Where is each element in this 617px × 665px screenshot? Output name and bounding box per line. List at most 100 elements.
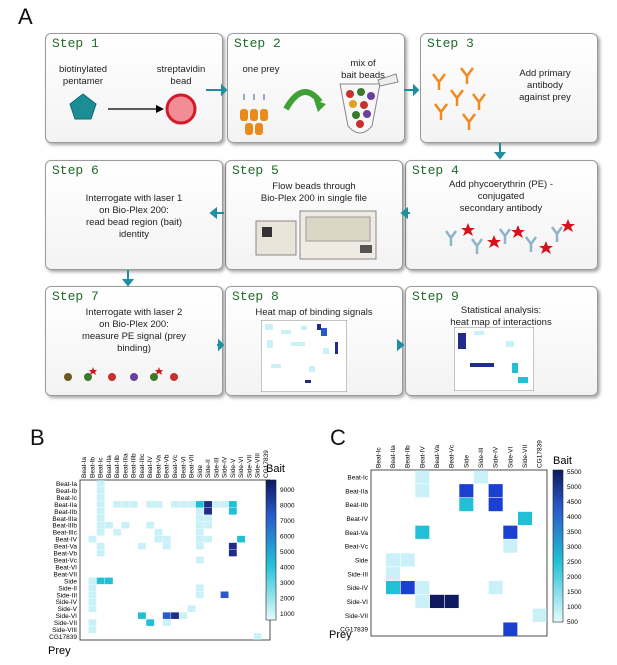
row-label: Beat-Va: [345, 530, 368, 537]
heatmap-b-cell: [187, 605, 196, 612]
colorbar-tick: 4000: [567, 514, 582, 521]
heatmap-b-cell: [179, 501, 188, 508]
heatmap-c-colorbar: [552, 469, 564, 623]
heatmap-c-cell: [444, 594, 459, 609]
heatmap-c-cell: [488, 484, 503, 498]
heatmap-b-cell: [228, 542, 237, 550]
step-7-title: Step 7: [52, 289, 99, 304]
heatmap-b-cell: [162, 535, 171, 543]
heatmap-b-cell: [104, 577, 113, 585]
step-5-title: Step 5: [232, 163, 279, 178]
column-label: Beat-IIa: [390, 445, 397, 468]
heatmap-b-cell: [138, 542, 146, 550]
heatmap-b-cell: [146, 521, 155, 529]
heatmap-b-cell: [121, 521, 130, 529]
heatmap-b-cell: [162, 619, 171, 626]
heatmap-b-cell: [162, 542, 171, 550]
colorbar-tick: 4000: [280, 565, 295, 572]
heatmap-c-cell: [503, 622, 518, 636]
column-label: Side-VI: [507, 446, 514, 468]
prey-protein-icon: [240, 94, 268, 135]
heatmap-b-cell: [129, 501, 138, 508]
column-label: Beat-VII: [189, 454, 196, 478]
step-2-title: Step 2: [234, 36, 281, 51]
heatmap-b-xlabel: Prey: [48, 645, 71, 657]
heatmap-b-cell: [204, 508, 212, 515]
colorbar-tick: 3000: [280, 580, 295, 587]
panel-label-a: A: [18, 4, 33, 29]
heatmap-b-cell: [121, 501, 130, 508]
heatmap-b-cell: [154, 535, 163, 543]
heatmap-c-cell: [532, 608, 547, 622]
heatmap-c-scale-title: Bait: [553, 455, 572, 467]
heatmap-b-cell: [212, 501, 221, 508]
heatmap-b-cell: [195, 528, 204, 536]
heatmap-b-cell: [195, 501, 204, 508]
row-label: Side-VII: [345, 613, 368, 620]
heatmap-b-cell: [162, 612, 171, 619]
row-label: Beat-IIa: [345, 488, 368, 495]
column-label: Side: [463, 455, 470, 468]
heatmap-b-cell: [237, 535, 246, 543]
row-label: Side: [355, 557, 368, 564]
workflow-arrows: [121, 83, 507, 352]
heatmap-b-cell: [154, 528, 163, 536]
colorbar-tick: 5000: [567, 484, 582, 491]
heatmap-b-cell: [187, 501, 196, 508]
heatmap-b-cell: [88, 535, 97, 543]
heatmap-b-cell: [195, 584, 204, 592]
row-label: Beat-IIIb: [52, 523, 77, 530]
heatmap-c-cell: [385, 553, 401, 567]
heatmap-b-cell: [96, 549, 105, 557]
heatmap-b-cell: [179, 612, 188, 619]
colorbar-tick: 2000: [567, 574, 582, 581]
row-label: Side-IV: [347, 585, 369, 592]
secondary-antibody-icons: [444, 219, 575, 254]
column-label: Beat-IIb: [114, 455, 121, 478]
heatmap-b-cell: [195, 535, 204, 543]
heatmap-c-cell: [459, 484, 474, 498]
colorbar-tick: 3500: [567, 529, 582, 536]
heatmap-b-cell: [146, 501, 155, 508]
primary-antibody-icons: [432, 67, 486, 130]
heatmap-c-cell: [503, 525, 518, 539]
heatmap-b-cell: [228, 549, 237, 557]
step-4-title: Step 4: [412, 163, 459, 178]
step-9-text: Statistical analysis:heat map of interac…: [450, 305, 552, 328]
row-label: Side-VII: [54, 620, 77, 627]
heatmap-b-cell: [113, 528, 122, 536]
heatmap-c-cell: [415, 594, 430, 609]
row-label: Side-III: [56, 592, 77, 599]
column-label: Beat-Vc: [172, 454, 179, 478]
colorbar-tick: 5500: [567, 469, 582, 476]
row-label: Side-VI: [56, 613, 78, 620]
step-1-illustration: [69, 93, 197, 125]
step-4-box: Step 4 Add phycoerythrin (PE) -conjugate…: [405, 160, 598, 270]
heatmap-c-cell: [503, 539, 518, 553]
heatmap-b-cell: [113, 501, 122, 508]
column-label: Beat-IV: [419, 446, 426, 468]
heatmap-b-cell: [96, 494, 105, 501]
heatmap-b-cell: [96, 542, 105, 550]
heatmap-b-cell: [195, 521, 204, 529]
colorbar-tick: 5000: [280, 549, 295, 556]
heatmap-b-cell: [96, 501, 105, 508]
step-2-prey-label: one prey: [242, 64, 280, 75]
row-label: Beat-IIIa: [52, 516, 77, 523]
heatmap-b-cell: [154, 501, 163, 508]
step-8-box: Step 8 Heat map of binding signals: [225, 286, 403, 396]
streptavidin-bead-icon: [165, 93, 197, 125]
heatmap-c-cell: [385, 580, 401, 595]
row-label: Beat-VI: [55, 564, 77, 571]
row-label: Side-II: [58, 585, 77, 592]
column-label: Side: [197, 465, 204, 478]
pe-star-icons: [461, 219, 575, 254]
row-label: Side: [64, 578, 77, 585]
heatmap-b-cell: [104, 521, 113, 529]
column-label: Beat-IIb: [405, 445, 412, 468]
